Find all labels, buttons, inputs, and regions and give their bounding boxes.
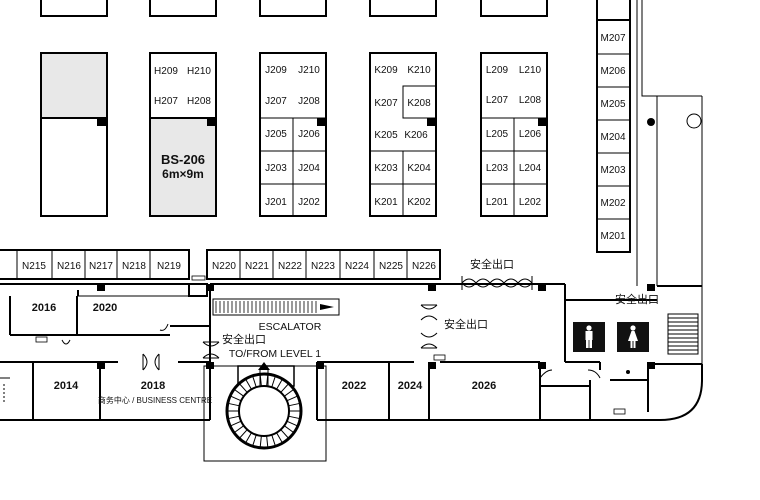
escalator-label: ESCALATOR xyxy=(259,321,322,333)
booth-j208[interactable]: J208 xyxy=(298,96,320,107)
booth-m205[interactable]: M205 xyxy=(600,99,625,110)
hall-walls xyxy=(0,283,703,421)
booth-m204[interactable]: M204 xyxy=(600,132,625,143)
booth-l203[interactable]: L203 xyxy=(486,163,509,174)
booth-j203[interactable]: J203 xyxy=(265,163,287,174)
fire-door-icon xyxy=(142,276,533,371)
escalator-level-label: TO/FROM LEVEL 1 xyxy=(229,348,321,360)
room-2014[interactable]: 2014 xyxy=(54,380,79,392)
booth-l204[interactable]: L204 xyxy=(519,163,542,174)
booth-l206[interactable]: L206 xyxy=(519,129,542,140)
booth-block-j xyxy=(259,52,327,217)
booth-n220[interactable]: N220 xyxy=(212,261,236,272)
booth-k201[interactable]: K201 xyxy=(374,197,398,208)
feature-booth-size: 6m×9m xyxy=(162,167,204,181)
booth-l209[interactable]: L209 xyxy=(486,65,509,76)
room-2020[interactable]: 2020 xyxy=(93,302,117,314)
booth-n221[interactable]: N221 xyxy=(245,261,269,272)
booth-k207[interactable]: K207 xyxy=(374,98,398,109)
booth-n219[interactable]: N219 xyxy=(157,261,181,272)
booth-m202[interactable]: M202 xyxy=(600,198,625,209)
booth-j201[interactable]: J201 xyxy=(265,197,287,208)
booth-n218[interactable]: N218 xyxy=(122,261,146,272)
female-restroom-icon xyxy=(628,325,638,348)
booth-k206[interactable]: K206 xyxy=(404,130,428,141)
booth-n216[interactable]: N216 xyxy=(57,261,81,272)
exit-label-top: 安全出口 xyxy=(470,257,514,271)
business-centre-label: 商务中心 / BUSINESS CENTRE xyxy=(98,395,212,405)
booth-m203[interactable]: M203 xyxy=(600,165,625,176)
booth-block-k xyxy=(369,52,437,217)
spiral-staircase xyxy=(203,362,327,462)
booth-k202[interactable]: K202 xyxy=(407,197,431,208)
booth-n226[interactable]: N226 xyxy=(412,261,436,272)
booth-labels-k: K209 K210 K207 K208 K205 K206 K203 K204 … xyxy=(374,65,431,208)
booth-l210[interactable]: L210 xyxy=(519,65,542,76)
room-2024[interactable]: 2024 xyxy=(398,380,423,392)
booth-j210[interactable]: J210 xyxy=(298,65,320,76)
booth-column-m: M207 M206 M205 M204 M203 M202 M201 xyxy=(596,0,631,253)
booth-n217[interactable]: N217 xyxy=(89,261,113,272)
booth-h207[interactable]: H207 xyxy=(154,96,178,107)
escalator-strip xyxy=(212,298,340,316)
booth-labels-j: J209 J210 J207 J208 J205 J206 J203 J204 … xyxy=(265,65,320,208)
booth-n215[interactable]: N215 xyxy=(22,261,46,272)
booth-k208[interactable]: K208 xyxy=(407,98,431,109)
room-2016[interactable]: 2016 xyxy=(32,302,56,314)
booth-n224[interactable]: N224 xyxy=(345,261,369,272)
booth-l208[interactable]: L208 xyxy=(519,95,542,106)
booth-k210[interactable]: K210 xyxy=(407,65,431,76)
feature-booth-code[interactable]: BS-206 xyxy=(161,152,205,167)
male-restroom-icon xyxy=(585,325,593,348)
booth-l202[interactable]: L202 xyxy=(519,197,542,208)
booth-j206[interactable]: J206 xyxy=(298,129,320,140)
room-2022[interactable]: 2022 xyxy=(342,380,366,392)
booth-h210[interactable]: H210 xyxy=(187,66,211,77)
booth-row-n: N215 N216 N217 N218 N219 N220 N221 N222 … xyxy=(0,249,441,281)
booth-k205[interactable]: K205 xyxy=(374,130,398,141)
booth-n222[interactable]: N222 xyxy=(278,261,302,272)
booth-k209[interactable]: K209 xyxy=(374,65,398,76)
right-corridor xyxy=(636,0,703,380)
booth-h208[interactable]: H208 xyxy=(187,96,211,107)
exit-label-right: 安全出口 xyxy=(615,292,659,306)
booth-m206[interactable]: M206 xyxy=(600,66,625,77)
booth-j204[interactable]: J204 xyxy=(298,163,320,174)
exit-label-middle: 安全出口 xyxy=(444,317,488,331)
booth-j207[interactable]: J207 xyxy=(265,96,287,107)
booth-j209[interactable]: J209 xyxy=(265,65,287,76)
room-2026[interactable]: 2026 xyxy=(472,380,496,392)
booth-block-l xyxy=(480,52,548,217)
booth-k203[interactable]: K203 xyxy=(374,163,398,174)
booth-l201[interactable]: L201 xyxy=(486,197,509,208)
booth-k204[interactable]: K204 xyxy=(407,163,431,174)
booth-block-h: H209 H210 H207 H208 BS-206 6m×9m xyxy=(149,52,217,217)
booth-j202[interactable]: J202 xyxy=(298,197,320,208)
booth-labels-l: L209 L210 L207 L208 L205 L206 L203 L204 … xyxy=(486,65,542,208)
booth-n223[interactable]: N223 xyxy=(311,261,335,272)
booth-l207[interactable]: L207 xyxy=(486,95,509,106)
exit-label-left: 安全出口 xyxy=(222,332,266,346)
room-2018[interactable]: 2018 xyxy=(141,380,165,392)
booth-h209[interactable]: H209 xyxy=(154,66,178,77)
booth-n225[interactable]: N225 xyxy=(379,261,403,272)
booth-m201[interactable]: M201 xyxy=(600,231,625,242)
booth-l205[interactable]: L205 xyxy=(486,129,509,140)
booth-j205[interactable]: J205 xyxy=(265,129,287,140)
booth-m207[interactable]: M207 xyxy=(600,33,625,44)
restrooms xyxy=(573,322,649,352)
booth-block-g xyxy=(40,52,108,217)
top-booth-edges xyxy=(40,0,548,17)
